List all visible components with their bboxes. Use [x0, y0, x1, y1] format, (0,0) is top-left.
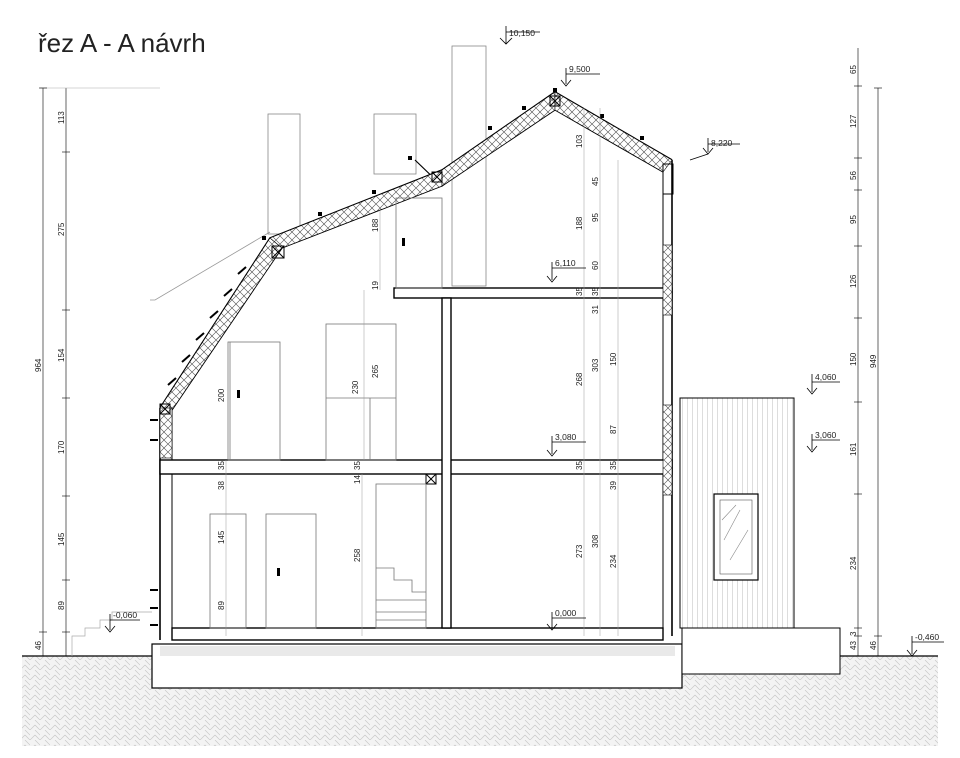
dim-in-35d: 35	[609, 461, 618, 470]
level-first-floor: 3,080	[555, 432, 577, 442]
dim-right-7: 161	[849, 442, 858, 456]
dim-right-3: 56	[849, 171, 858, 180]
dim-stair-258: 258	[353, 548, 362, 562]
dim-in-45: 45	[591, 177, 600, 186]
level-ridge: 9,500	[569, 64, 591, 74]
dim-in-308: 308	[591, 534, 600, 548]
dim-right-8: 234	[849, 556, 858, 570]
drawing-title: řez A - A návrh	[38, 28, 206, 58]
level-extension-sill: 3,060	[815, 430, 837, 440]
dim-right-1: 65	[849, 65, 858, 74]
dim-wardrobe-265: 265	[371, 364, 380, 378]
dim-left-5: 145	[57, 532, 66, 546]
dim-in-35b: 35	[591, 287, 600, 296]
level-chimney-top: 10,150	[509, 28, 535, 38]
right-dimension-line	[854, 48, 882, 656]
level-terrain-left: -0,060	[113, 610, 137, 620]
dim-in-35a: 35	[575, 287, 584, 296]
dim-left-6: 89	[57, 601, 66, 610]
dim-left-total: 964	[34, 358, 43, 372]
dim-in-60: 60	[591, 261, 600, 270]
dim-in-188: 188	[575, 216, 584, 230]
level-extension-top: 4,060	[815, 372, 837, 382]
dim-left-1: 113	[57, 111, 66, 124]
dim-attic-19: 19	[371, 281, 380, 290]
dim-left-4: 170	[57, 440, 66, 454]
upper-door	[227, 341, 281, 461]
wardrobe	[325, 323, 397, 461]
dim-right-total: 949	[869, 354, 878, 368]
dim-slab-35b: 35	[353, 461, 362, 470]
dim-attic-door: 188	[371, 218, 380, 232]
annex	[679, 397, 795, 629]
door-handles	[237, 238, 405, 576]
dim-right-11: 46	[869, 641, 878, 650]
level-ground: 0,000	[555, 608, 577, 618]
dim-ground-89: 89	[217, 601, 226, 610]
dim-ground-38: 38	[217, 481, 226, 490]
level-markers	[104, 26, 944, 657]
dim-in-273: 273	[575, 544, 584, 558]
attic-door	[395, 197, 443, 289]
dim-in-95: 95	[591, 213, 600, 222]
roof-fixings	[262, 88, 644, 240]
dim-right-2: 127	[849, 114, 858, 128]
annex-window	[713, 493, 759, 581]
interior-elements	[209, 197, 443, 629]
dim-slab-14: 14	[353, 475, 362, 484]
ground-door	[265, 513, 317, 629]
stair-opening	[375, 483, 427, 629]
stairs	[376, 567, 426, 593]
terrain	[22, 611, 938, 746]
dim-in-303: 303	[591, 358, 600, 372]
left-dimension-line	[39, 87, 160, 656]
dim-left-3: 154	[57, 348, 66, 362]
level-terrain-right: -0,460	[915, 632, 939, 642]
dim-in-150: 150	[609, 352, 618, 366]
level-attic: 6,110	[555, 258, 576, 268]
dim-in-234: 234	[609, 554, 618, 568]
level-eave: 8,220	[711, 138, 733, 148]
dim-right-5: 126	[849, 274, 858, 288]
dim-upper-door: 200	[217, 388, 226, 402]
dim-right-10: 43	[849, 641, 858, 650]
dim-in-268: 268	[575, 372, 584, 386]
rafter-ticks	[150, 266, 247, 626]
dim-right-9: 3	[849, 631, 858, 636]
dim-slab-35a: 35	[217, 461, 226, 470]
dim-in-31: 31	[591, 305, 600, 314]
ground-door-left	[209, 513, 247, 629]
dim-in-39: 39	[609, 481, 618, 490]
dim-wardrobe-230: 230	[351, 380, 360, 394]
dim-right-6: 150	[849, 352, 858, 366]
dim-left-7: 46	[34, 641, 43, 650]
dim-in-35c: 35	[575, 461, 584, 470]
dim-left-2: 275	[57, 222, 66, 236]
dim-ground-door: 145	[217, 530, 226, 544]
dim-right-4: 95	[849, 215, 858, 224]
purlins	[159, 95, 674, 485]
interior-dimension-lines	[225, 108, 619, 636]
dim-in-87: 87	[609, 425, 618, 434]
dim-in-103: 103	[575, 134, 584, 148]
